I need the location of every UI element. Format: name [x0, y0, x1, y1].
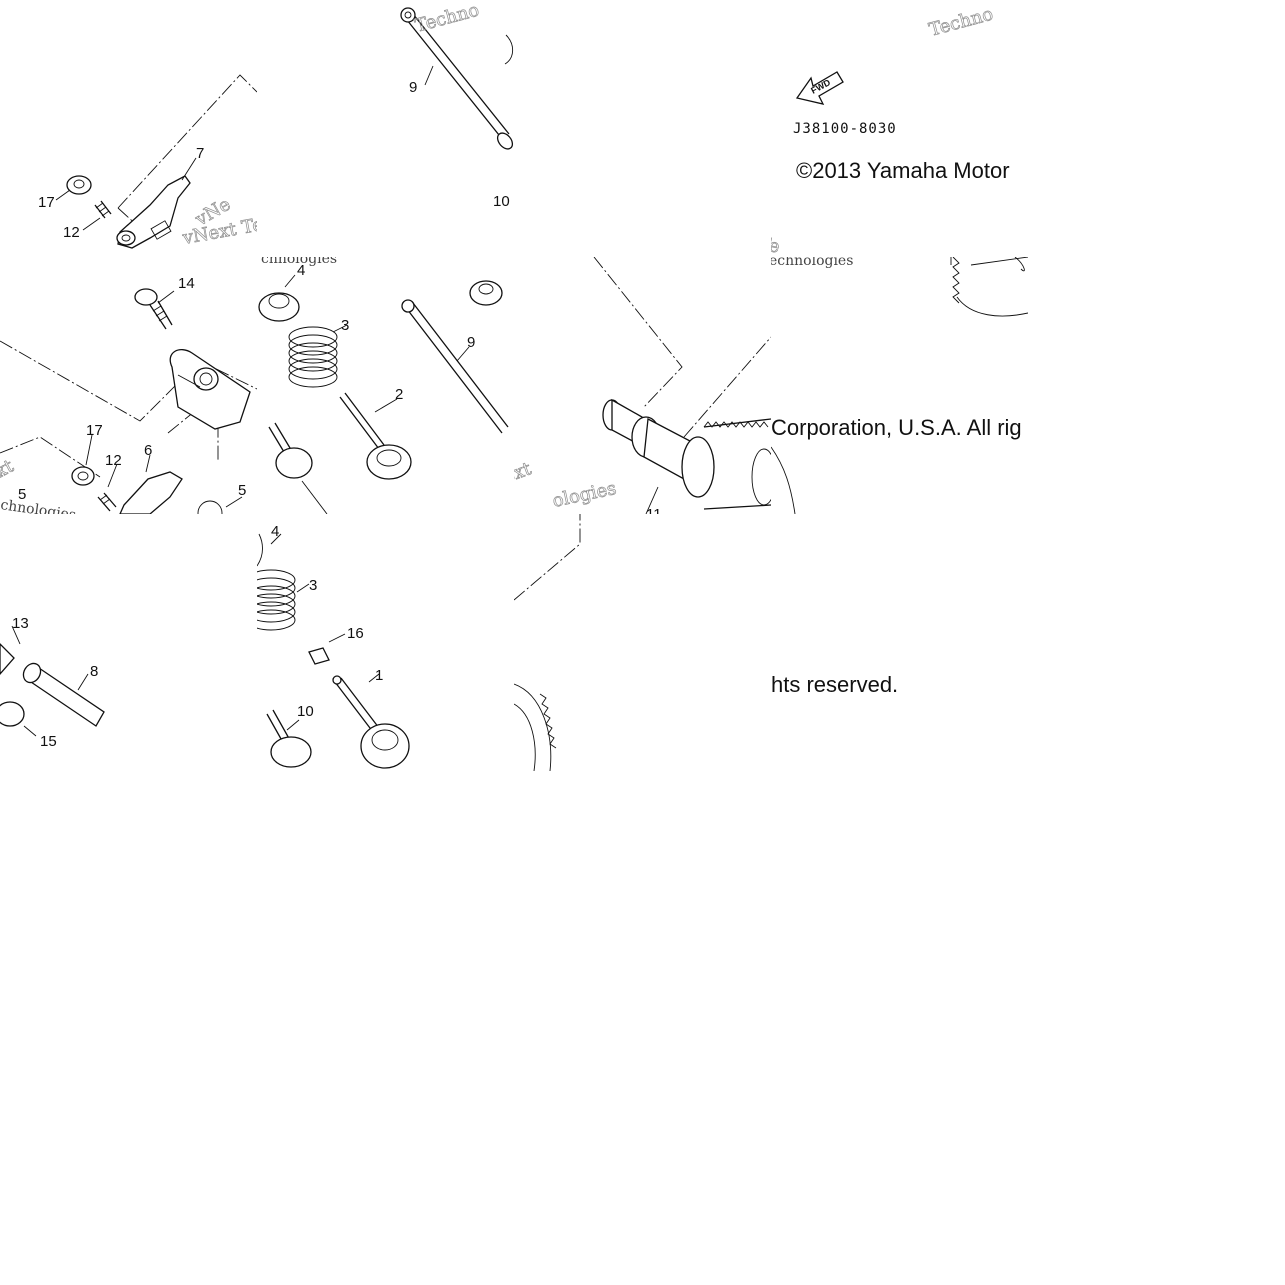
watermark-text: Techno — [413, 0, 482, 37]
callout-9: 9 — [409, 79, 417, 96]
callout-5: 5 — [18, 486, 26, 503]
valve-spring — [288, 326, 338, 388]
watermark-text: ologies — [551, 478, 619, 512]
callout-11: 11 — [646, 506, 662, 514]
fwd-arrow-icon: FWD — [795, 71, 844, 105]
callout-13: 13 — [12, 615, 29, 632]
diagram-tile-gear: echnologies Corporation, U.S.A. All rig — [771, 257, 1028, 514]
watermark-text: chnologies — [261, 257, 337, 267]
callout-3: 3 — [341, 317, 349, 334]
part-code: J38100-8030 — [793, 121, 897, 137]
callout-3: 3 — [309, 577, 317, 594]
callout-12: 12 — [105, 452, 122, 469]
callout-4: 4 — [271, 523, 279, 540]
callout-17: 17 — [38, 194, 55, 211]
diagram-tile-pin-8: 13 8 15 — [0, 514, 257, 771]
diagram-tile-rocker-arm-7: 17 12 7 vNext Tec vNe — [0, 0, 257, 257]
diagram-tile-valve-2: 4 3 9 2 chnologies — [257, 257, 514, 514]
valve-spring — [257, 569, 296, 631]
watermark-text: ext — [0, 455, 18, 487]
callout-6: 6 — [144, 442, 152, 459]
callout-12: 12 — [63, 224, 80, 241]
diagram-tile-rocker-shaft: 14 17 12 6 5 5 ext chnologies — [0, 257, 257, 514]
callout-15: 15 — [40, 733, 57, 750]
callout-9: 9 — [467, 334, 475, 351]
diagram-tile-pushrod-9: 9 10 Techno — [257, 0, 514, 257]
callout-14: 14 — [178, 275, 195, 292]
camshaft — [602, 398, 771, 510]
watermark-text: echnologies — [771, 257, 853, 269]
callout-16: 16 — [347, 625, 364, 642]
callout-17: 17 — [86, 422, 103, 439]
callout-10: 10 — [493, 193, 510, 210]
callout-2: 2 — [395, 386, 403, 403]
copyright-text: Corporation, U.S.A. All rig — [771, 415, 1022, 440]
callout-1: 1 — [375, 667, 383, 684]
copyright-text: hts reserved. — [771, 672, 899, 697]
diagram-tile-header: FWD Techno vNext Te J38100-8030 ©2013 Ya… — [771, 0, 1028, 257]
diagram-tile-gear-lower — [514, 514, 771, 771]
diagram-tile-footer: hts reserved. — [771, 514, 1028, 771]
callout-4: 4 — [297, 262, 305, 279]
callout-10: 10 — [297, 703, 314, 720]
watermark-text: chnologies — [0, 497, 77, 514]
diagram-tile-valve-1: 4 3 16 10 1 — [257, 514, 514, 771]
watermark-text: Techno — [927, 4, 996, 41]
callout-7: 7 — [196, 145, 204, 162]
callout-8: 8 — [90, 663, 98, 680]
watermark-text: ext — [514, 458, 535, 488]
diagram-tile-camshaft-11: 11 ext ologies — [514, 257, 771, 514]
copyright-text: ©2013 Yamaha Motor — [796, 158, 1010, 183]
watermark-text: vNext Te — [771, 220, 782, 257]
callout-5: 5 — [238, 482, 246, 499]
